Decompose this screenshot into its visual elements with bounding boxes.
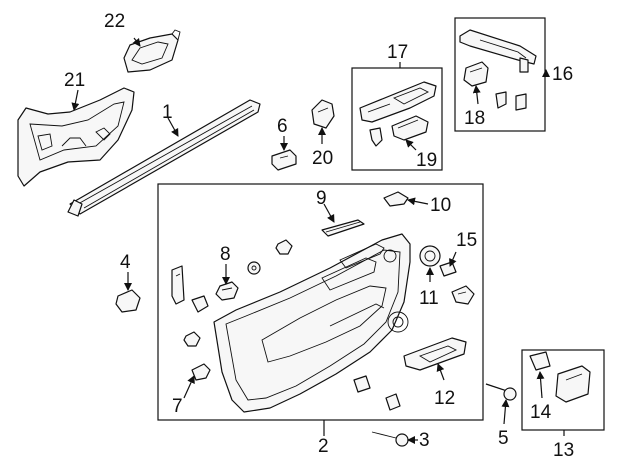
part-16-switch-bezel	[459, 29, 537, 73]
panel-hardware-clip-c	[385, 393, 401, 411]
part-8-push-pin	[215, 281, 239, 301]
part-7-screw	[191, 363, 211, 381]
part-2-door-trim-panel	[213, 233, 411, 413]
switch-17-clip	[369, 127, 383, 147]
callout-20: 20	[312, 148, 333, 169]
part-22-upper-bezel	[123, 29, 181, 73]
part-9-pull-handle	[321, 219, 365, 237]
part-5-screw	[485, 383, 517, 401]
part-21-quarter-trim-panel	[17, 87, 135, 187]
callout-11: 11	[419, 288, 439, 309]
door-panel-group-frame	[157, 183, 484, 421]
callout-6: 6	[277, 116, 288, 137]
mirror-switch-group-frame	[521, 349, 605, 431]
panel-hardware-clip-a	[191, 295, 209, 313]
callout-16: 16	[552, 64, 573, 85]
callout-18: 18	[464, 108, 485, 129]
callout-12: 12	[434, 388, 455, 409]
part-13-mirror-switch	[555, 365, 591, 403]
part-3-screw	[371, 431, 409, 447]
part-18-switch	[463, 61, 489, 87]
callout-8: 8	[220, 244, 231, 265]
part-15-clip	[439, 261, 457, 277]
callout-3: 3	[419, 430, 430, 451]
panel-hardware-clip-b	[353, 375, 371, 393]
callout-10: 10	[430, 195, 451, 216]
part-17-window-switch-assembly	[359, 81, 437, 123]
callout-9: 9	[316, 188, 327, 209]
callout-22: 22	[104, 11, 125, 32]
callout-14: 14	[530, 402, 552, 423]
panel-hardware-nut-1	[275, 239, 293, 255]
callout-13: 13	[553, 440, 574, 461]
panel-hardware-nut-2	[183, 331, 201, 347]
part-12-switch-bezel	[403, 337, 467, 371]
callout-15: 15	[456, 230, 477, 251]
callout-21: 21	[64, 70, 85, 91]
part-10-cap	[383, 191, 409, 207]
callout-7: 7	[172, 396, 183, 417]
part-20-bracket	[311, 99, 335, 129]
callout-17: 17	[387, 42, 408, 63]
part-16-clips	[495, 91, 527, 111]
part-4-clip	[115, 289, 141, 313]
callout-4: 4	[120, 252, 131, 273]
part-14-clip	[529, 351, 551, 371]
panel-hardware-bracket	[171, 265, 185, 305]
callout-19: 19	[416, 150, 437, 171]
part-15-retainer	[451, 285, 475, 305]
part-6-clip	[271, 149, 297, 171]
callout-5: 5	[498, 428, 509, 449]
part-1-sill-scuff-plate	[67, 99, 261, 217]
callout-1: 1	[162, 102, 173, 123]
callout-2: 2	[318, 436, 329, 457]
part-19-switch	[391, 115, 429, 141]
part-11-grommet	[419, 245, 441, 267]
switch-group-17-frame	[351, 67, 443, 171]
panel-hardware-washer	[247, 261, 261, 275]
